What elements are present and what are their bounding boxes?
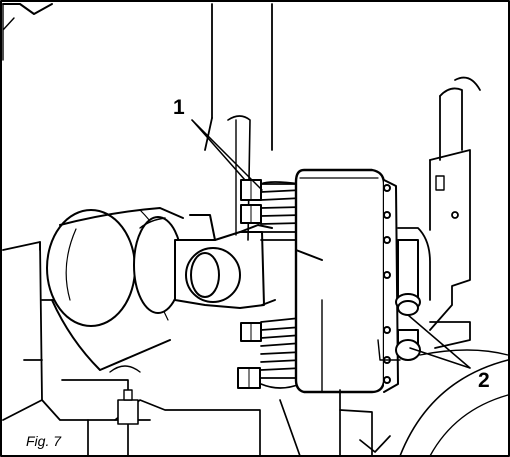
compression-springs xyxy=(260,181,303,389)
vertical-guide-rails xyxy=(204,3,273,151)
clutch-pressure-plate xyxy=(294,168,386,394)
figure-caption: Fig. 7 xyxy=(26,433,62,449)
clamp-bolts xyxy=(237,179,262,389)
gearbox-housing xyxy=(397,76,509,356)
leader-lines xyxy=(191,119,471,369)
universal-joint-yoke xyxy=(174,115,276,309)
callout-1-label: 1 xyxy=(173,96,185,119)
frame-corner-bracket xyxy=(2,3,53,61)
callout-2-label: 2 xyxy=(478,369,490,392)
grease-fitting xyxy=(109,365,141,425)
